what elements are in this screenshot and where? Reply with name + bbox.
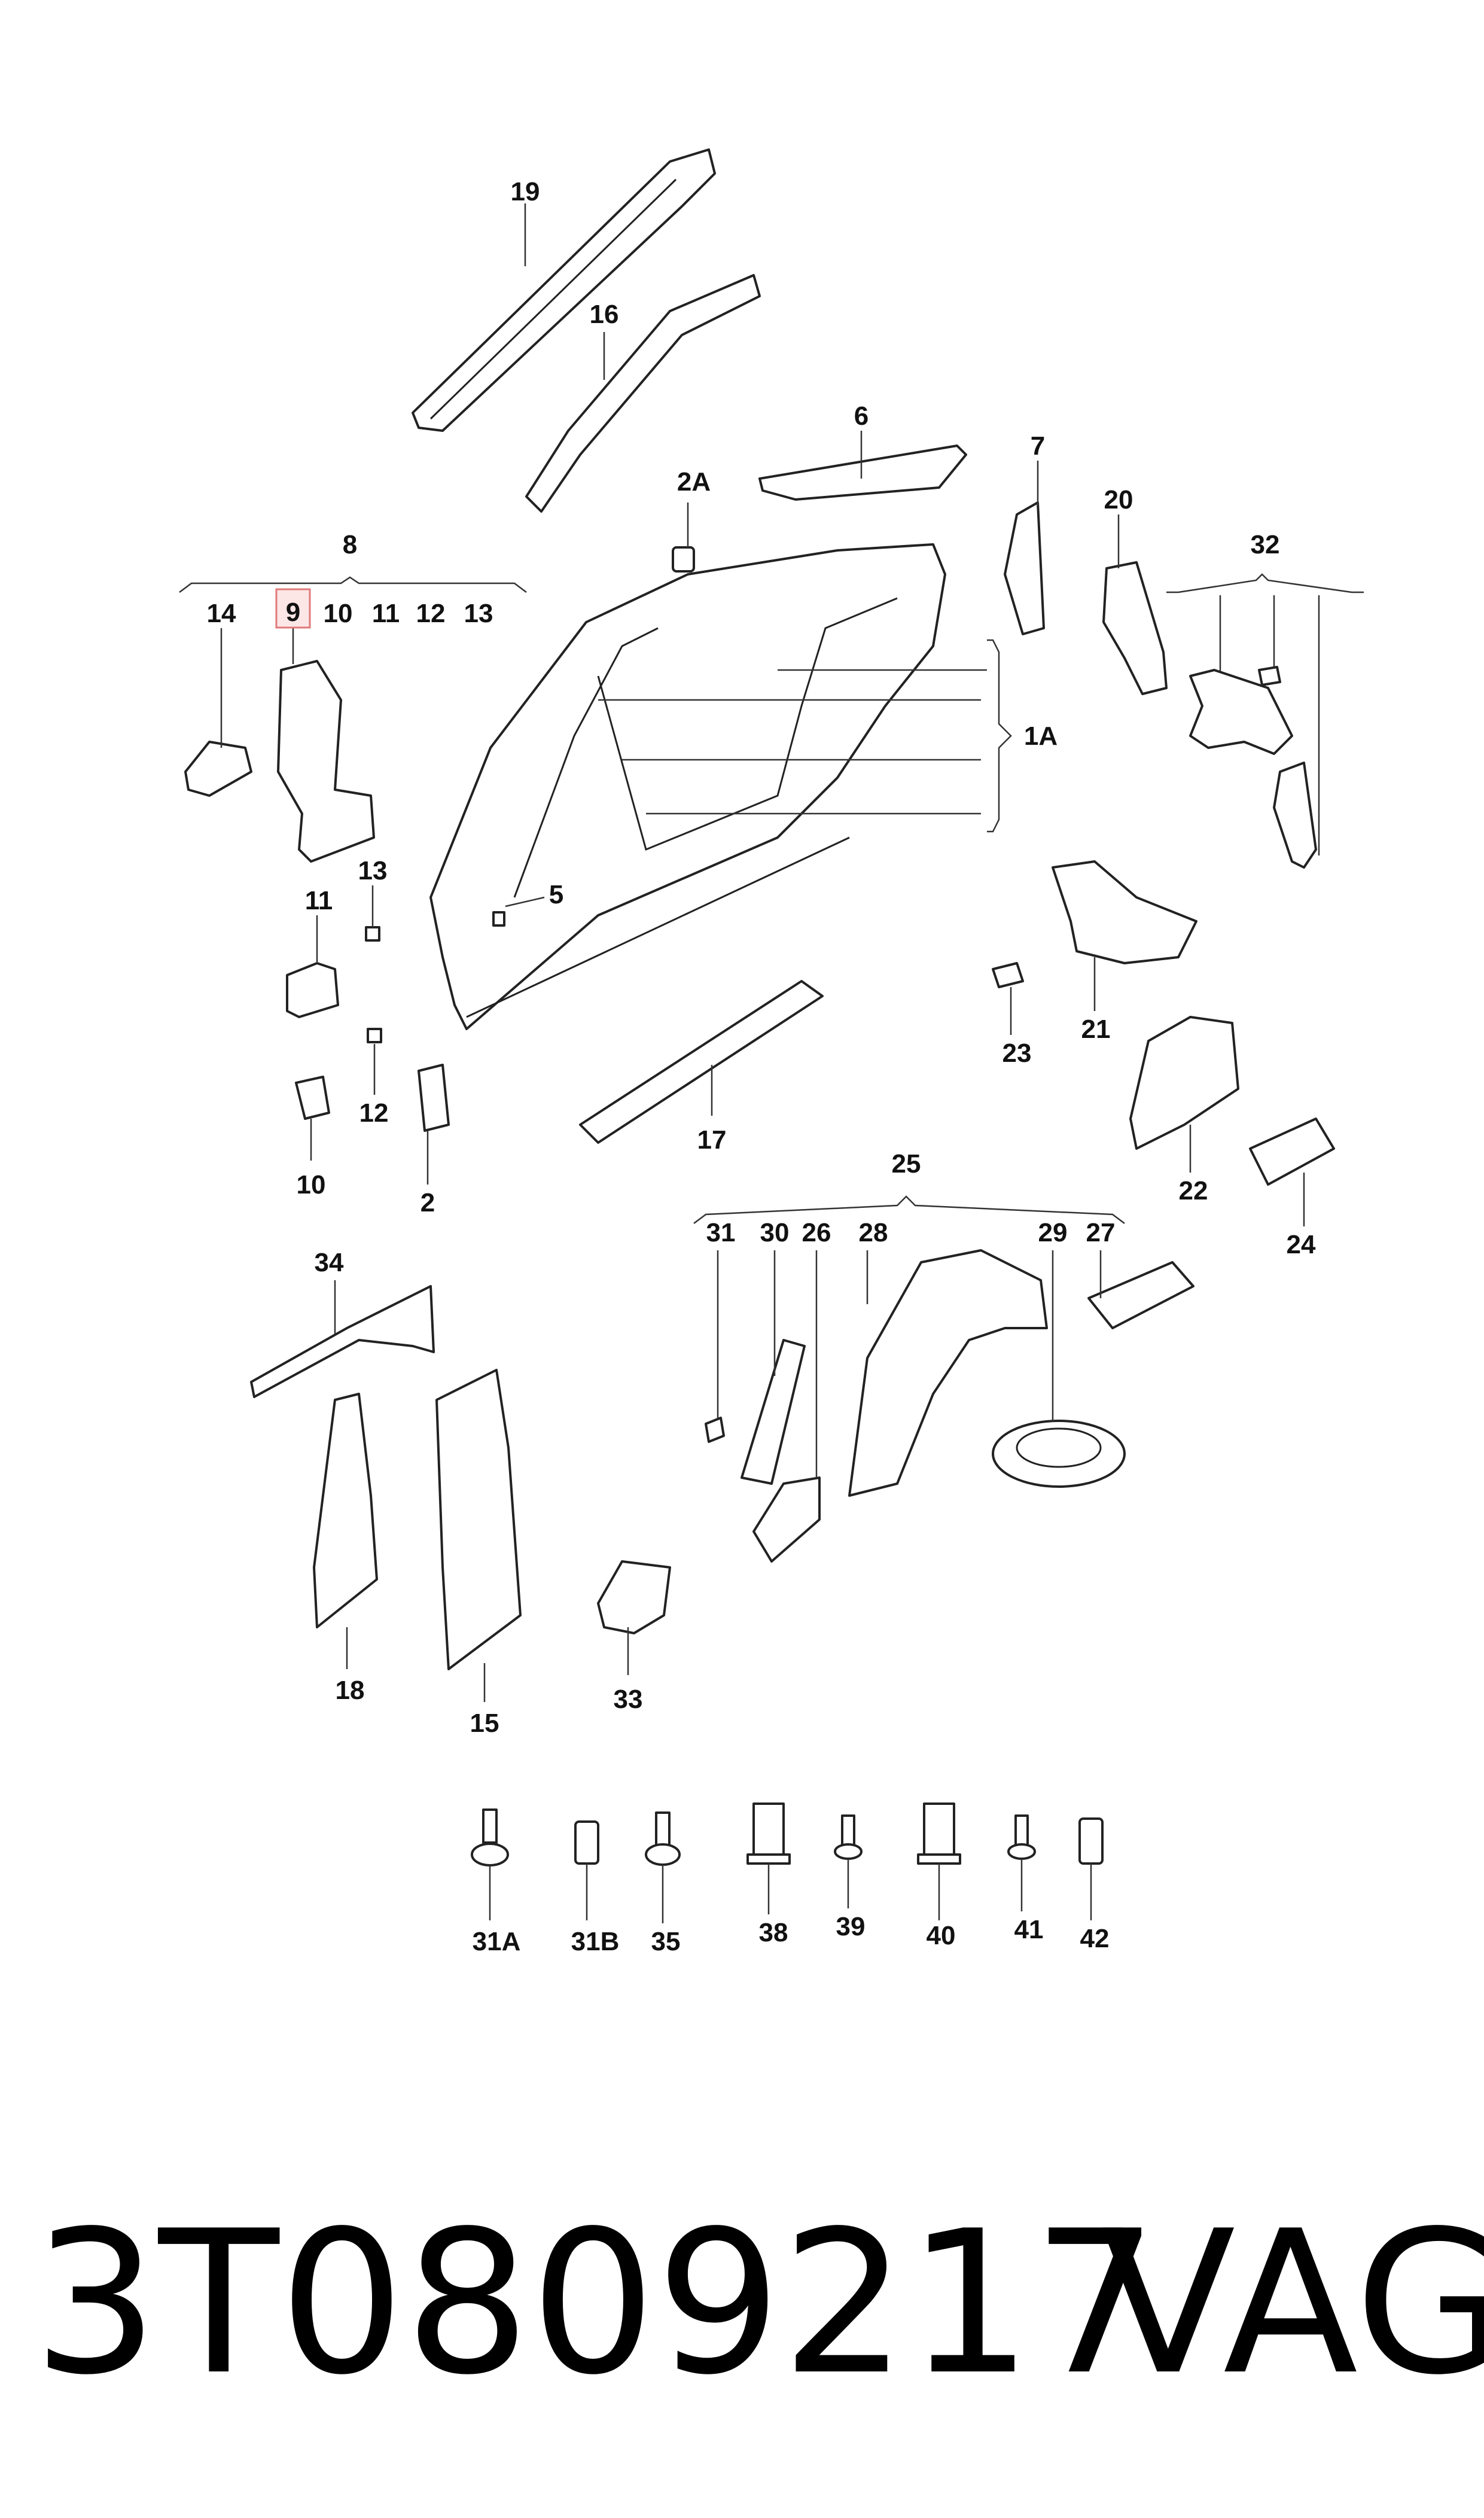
label-26: 26	[802, 1218, 831, 1247]
label-6: 6	[854, 401, 869, 431]
fasteners-row	[471, 1803, 1104, 1923]
part-27	[1087, 1250, 1194, 1329]
label-1A: 1A	[1024, 721, 1058, 751]
part-32-group	[1166, 573, 1364, 869]
part-22	[1129, 1016, 1239, 1173]
label-38: 38	[759, 1918, 788, 1947]
label-10-header: 10	[324, 599, 353, 628]
part-29-grommet	[992, 1250, 1126, 1488]
part-38-rivet-nut	[746, 1803, 791, 1914]
part-41-rivet	[1007, 1814, 1036, 1911]
label-14: 14	[207, 599, 236, 628]
part-31	[705, 1250, 725, 1443]
label-16: 16	[590, 300, 619, 329]
label-15: 15	[470, 1709, 499, 1738]
brand-name: VAG	[1101, 2188, 1484, 2418]
label-40: 40	[927, 1921, 956, 1950]
label-23: 23	[1002, 1039, 1032, 1068]
part-26	[752, 1250, 821, 1563]
part-31A-bolt	[471, 1808, 509, 1920]
label-17: 17	[697, 1125, 727, 1155]
label-42: 42	[1080, 1924, 1110, 1953]
part-15-pillar	[435, 1369, 522, 1702]
part-number: 3T0809217	[33, 2188, 1159, 2418]
part-14	[184, 628, 252, 797]
part-20-bracket	[1102, 514, 1168, 695]
label-25: 25	[892, 1149, 921, 1179]
part-17-sill	[579, 980, 824, 1144]
label-20: 20	[1104, 485, 1133, 514]
label-12: 12	[359, 1098, 389, 1128]
part-34	[250, 1280, 435, 1398]
label-31: 31	[706, 1218, 736, 1247]
part-5	[492, 896, 545, 927]
part-18-pillar	[313, 1393, 378, 1669]
label-2A: 2A	[677, 467, 711, 497]
label-39: 39	[836, 1912, 866, 1941]
label-41: 41	[1014, 1915, 1044, 1944]
part-40-rivet-nut	[917, 1803, 961, 1920]
label-19: 19	[511, 177, 540, 206]
label-7: 7	[1031, 431, 1045, 461]
part-33	[597, 1560, 671, 1675]
part-23	[992, 962, 1024, 1035]
label-13: 13	[358, 856, 388, 885]
label-22: 22	[1179, 1176, 1208, 1205]
label-30: 30	[760, 1218, 790, 1247]
part-13-small	[365, 885, 380, 942]
label-28: 28	[859, 1218, 888, 1247]
part-9-pillar	[277, 628, 375, 863]
label-5: 5	[549, 880, 563, 909]
part-11-bracket	[286, 915, 339, 1018]
part-2-bracket	[418, 1064, 450, 1185]
label-34: 34	[315, 1248, 344, 1277]
part-19-roof-rail	[412, 148, 716, 432]
label-12-header: 12	[416, 599, 446, 628]
label-10: 10	[297, 1170, 326, 1199]
part-42-nut	[1078, 1817, 1104, 1920]
part-21	[1052, 860, 1197, 1011]
part-28-wheel-arch	[848, 1249, 1048, 1497]
label-8: 8	[343, 530, 357, 559]
part-2A-clip	[672, 503, 695, 573]
label-33: 33	[614, 1685, 643, 1714]
label-11: 11	[305, 886, 333, 915]
label-29: 29	[1038, 1218, 1068, 1247]
label-9: 9	[286, 598, 300, 627]
label-35: 35	[651, 1927, 681, 1956]
footer: 3T0809217 VAG	[0, 2178, 1484, 2429]
part-6-strip	[758, 431, 967, 501]
label-21: 21	[1081, 1015, 1111, 1044]
label-24: 24	[1287, 1230, 1316, 1259]
label-31B: 31B	[571, 1927, 620, 1956]
part-12-small	[367, 1028, 382, 1095]
part-8-group	[179, 576, 527, 593]
part-35-bolt	[645, 1811, 681, 1923]
label-11-header: 11	[372, 599, 400, 628]
part-7-bracket	[1004, 461, 1045, 635]
part-30	[741, 1250, 806, 1485]
label-31A: 31A	[473, 1927, 521, 1956]
part-31B-nut	[574, 1820, 599, 1920]
label-13-header: 13	[464, 599, 493, 628]
highlight-box-9	[275, 588, 311, 629]
label-2: 2	[420, 1188, 435, 1217]
label-18: 18	[336, 1676, 365, 1705]
callout-labels: 19 16 6 7 2A 20 32 8 14 9 10 11 12 13 1A…	[207, 177, 1316, 1956]
part-39-rivet	[834, 1814, 863, 1908]
part-25-group	[693, 1195, 1125, 1224]
label-32: 32	[1251, 530, 1280, 559]
label-27: 27	[1086, 1218, 1116, 1247]
part-24	[1249, 1118, 1335, 1226]
part-16-inner-rail	[525, 274, 761, 513]
part-10-clip	[295, 1076, 330, 1161]
part-1A-side-panel	[429, 543, 1012, 1030]
